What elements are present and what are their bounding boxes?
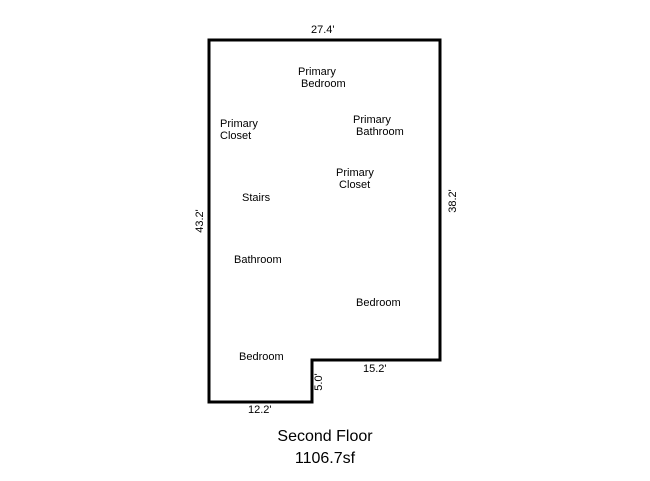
exterior-wall xyxy=(207,38,442,404)
floor-title: Second Floor xyxy=(277,428,373,445)
dimension-notch: 5.0' xyxy=(313,373,325,391)
room-label-primary-closet-right: Primary Closet xyxy=(336,167,374,191)
room-label-stairs: Stairs xyxy=(242,192,271,204)
dimension-top: 27.4' xyxy=(311,24,335,36)
room-label-bedroom-right: Bedroom xyxy=(356,297,401,309)
dimension-bottom-right: 15.2' xyxy=(363,363,387,375)
room-label-primary-closet-left: Primary Closet xyxy=(220,118,258,142)
room-label-bathroom: Bathroom xyxy=(234,254,282,266)
floor-area: 1106.7sf xyxy=(294,450,356,467)
room-label-bedroom-left: Bedroom xyxy=(239,351,284,363)
room-label-primary-bathroom: Primary Bathroom xyxy=(353,114,404,138)
dimension-left: 43.2' xyxy=(194,209,206,233)
dimension-right: 38.2' xyxy=(447,189,459,213)
room-label-primary-bedroom: Primary Bedroom xyxy=(298,66,346,90)
dimension-bottom-left: 12.2' xyxy=(248,404,272,416)
